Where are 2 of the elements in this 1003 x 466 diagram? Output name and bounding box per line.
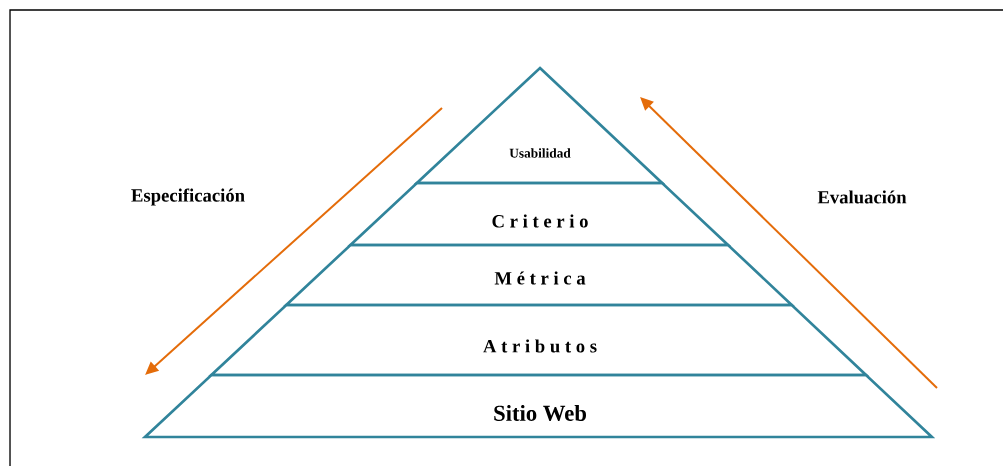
process-label: Especificación xyxy=(131,188,245,206)
process-label: Evaluación xyxy=(817,190,907,204)
